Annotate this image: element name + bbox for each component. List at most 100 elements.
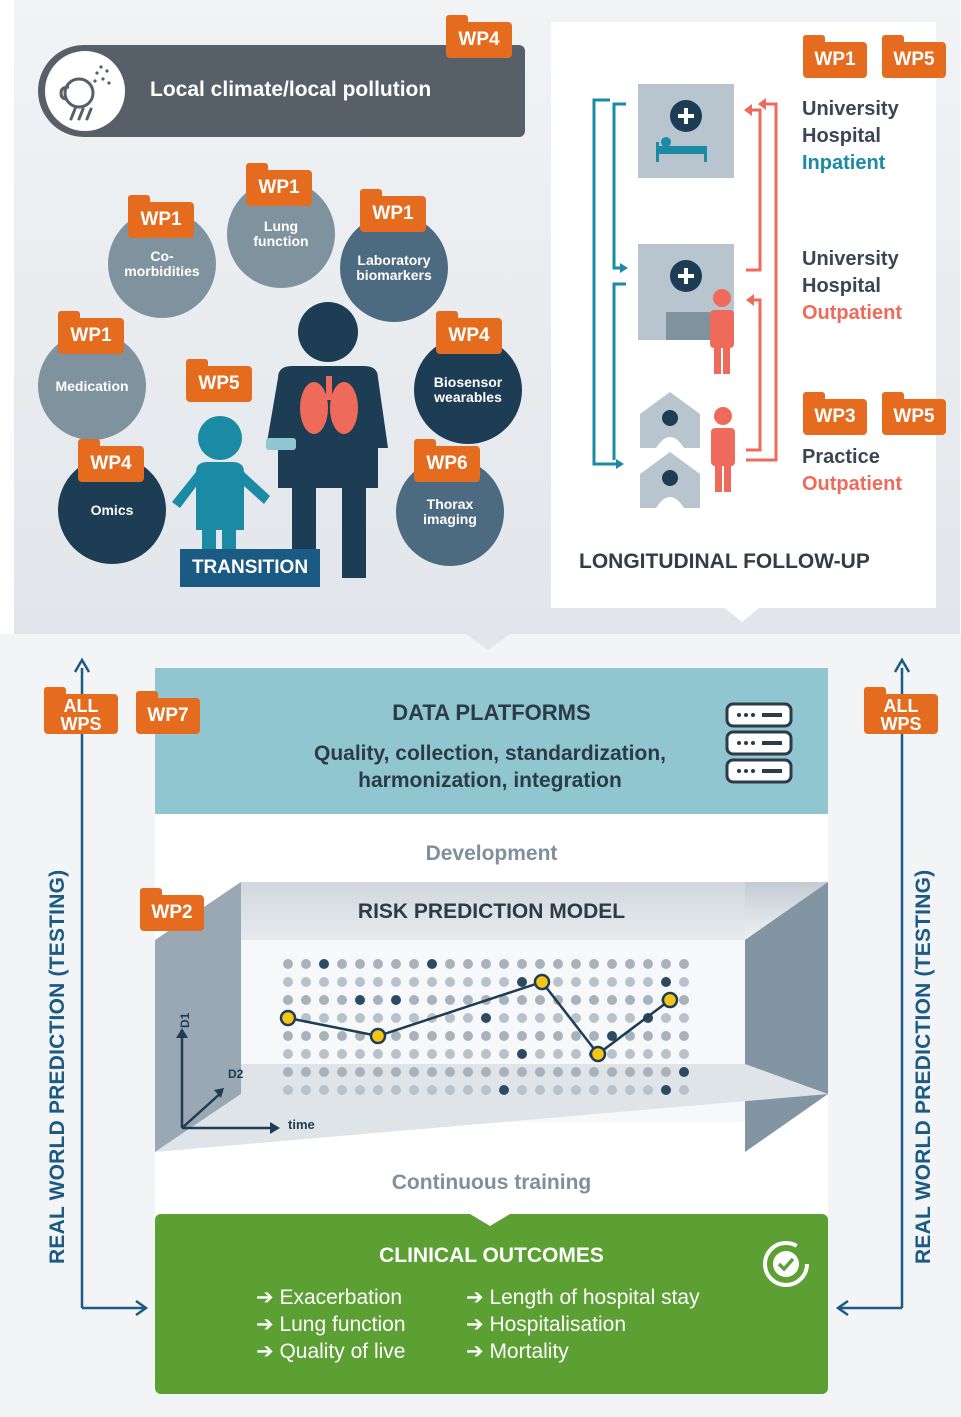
bubble-label: Biosensor wearables [433, 374, 503, 405]
grid-dot [625, 1031, 635, 1041]
outcome-list-left: ➔ Exacerbation ➔ Lung function ➔ Quality… [256, 1284, 406, 1365]
grid-dot [409, 1031, 419, 1041]
grid-dot [301, 977, 311, 987]
outcome-pointer [470, 1214, 510, 1226]
grid-dot [409, 959, 419, 969]
grid-dot [463, 1085, 473, 1095]
grid-dot [445, 959, 455, 969]
real-world-label-right: REAL WORLD PREDICTION (TESTING) [912, 869, 935, 1264]
grid-dot [517, 1031, 527, 1041]
outpatient-line3: Outpatient [802, 302, 902, 324]
panel-pointer [466, 634, 510, 650]
grid-dot [391, 959, 401, 969]
grid-dot [427, 1085, 437, 1095]
grid-dot [373, 1049, 383, 1059]
left-feedback-arrow [73, 657, 149, 1317]
grid-dot [373, 995, 383, 1005]
grid-dot [481, 1013, 491, 1023]
inpatient-line3: Inpatient [802, 152, 886, 174]
grid-dot [301, 1067, 311, 1077]
grid-dot [463, 1031, 473, 1041]
grid-dot [625, 995, 635, 1005]
grid-dot [445, 995, 455, 1005]
grid-dot [427, 959, 437, 969]
grid-dot [319, 977, 329, 987]
wp-badge-practice-1: WP3 [803, 392, 867, 435]
grid-dot [499, 1085, 509, 1095]
grid-dot [679, 1031, 689, 1041]
grid-dot [391, 977, 401, 987]
grid-dot [337, 1067, 347, 1077]
grid-dot [553, 1085, 563, 1095]
grid-dot [391, 1067, 401, 1077]
outcome-item: ➔ Quality of live [256, 1340, 406, 1363]
grid-dot [445, 1067, 455, 1077]
grid-dot [661, 977, 671, 987]
care-pathway-diagram [592, 84, 778, 508]
longitudinal-title: LONGITUDINAL FOLLOW-UP [579, 550, 870, 573]
grid-dot [445, 1013, 455, 1023]
grid-dot [481, 1085, 491, 1095]
grid-dot [553, 1031, 563, 1041]
wp-badge-biosensor: WP4 [436, 311, 502, 354]
practice-line1: Practice [802, 446, 880, 468]
wp-badge-practice-2: WP5 [882, 392, 946, 435]
grid-dot [337, 1013, 347, 1023]
grid-dot [481, 977, 491, 987]
axis-time-label: time [288, 1117, 315, 1132]
grid-dot [319, 1067, 329, 1077]
grid-dot [553, 1049, 563, 1059]
grid-dot [517, 1049, 527, 1059]
continuous-training-label: Continuous training [391, 1171, 592, 1194]
grid-dot [355, 977, 365, 987]
grid-dot [373, 1013, 383, 1023]
grid-dot [679, 977, 689, 987]
grid-dot [553, 959, 563, 969]
grid-dot [607, 1013, 617, 1023]
real-world-label-left: REAL WORLD PREDICTION (TESTING) [46, 869, 69, 1264]
development-label: Development [425, 842, 558, 865]
grid-dot [319, 1031, 329, 1041]
grid-dot [301, 1031, 311, 1041]
grid-dot [643, 1067, 653, 1077]
grid-dot [625, 1049, 635, 1059]
wp-badge-all-right: ALL WPS [864, 687, 938, 734]
grid-dot [517, 995, 527, 1005]
grid-dot [481, 1049, 491, 1059]
right-feedback-arrow [835, 657, 911, 1317]
grid-dot [283, 1067, 293, 1077]
grid-dot [463, 1049, 473, 1059]
grid-dot [337, 1085, 347, 1095]
grid-dot [355, 1013, 365, 1023]
bubble-lab-biomarkers: Laboratory biomarkers [340, 214, 448, 322]
grid-dot [553, 1067, 563, 1077]
clinical-outcomes-box [155, 1214, 828, 1394]
wp-badge-all-left: ALL WPS [44, 687, 118, 734]
grid-dot [607, 1049, 617, 1059]
transition-figures-icon [172, 302, 388, 578]
grid-dot [679, 1013, 689, 1023]
grid-dot [625, 1085, 635, 1095]
grid-dot [553, 1013, 563, 1023]
grid-dot [337, 1031, 347, 1041]
grid-dot [355, 1085, 365, 1095]
axis-d2-label: D2 [228, 1067, 244, 1081]
grid-dot [679, 1067, 689, 1077]
grid-dot [607, 977, 617, 987]
data-platforms-title: DATA PLATFORMS [392, 700, 591, 725]
grid-dot [481, 1067, 491, 1077]
outpatient-label: University Hospital Outpatient [802, 246, 902, 327]
grid-dot [499, 1067, 509, 1077]
grid-dot [319, 1013, 329, 1023]
bubble-label: Thorax imaging [423, 496, 477, 527]
grid-dot [535, 1085, 545, 1095]
grid-dot [625, 977, 635, 987]
grid-dot [517, 1013, 527, 1023]
grid-dot [571, 1049, 581, 1059]
grid-dot [679, 959, 689, 969]
grid-dot [679, 1049, 689, 1059]
grid-dot [589, 995, 599, 1005]
grid-dot [499, 1013, 509, 1023]
grid-dot [409, 1013, 419, 1023]
data-platforms-subtitle: Quality, collection, standardization, ha… [250, 740, 730, 794]
